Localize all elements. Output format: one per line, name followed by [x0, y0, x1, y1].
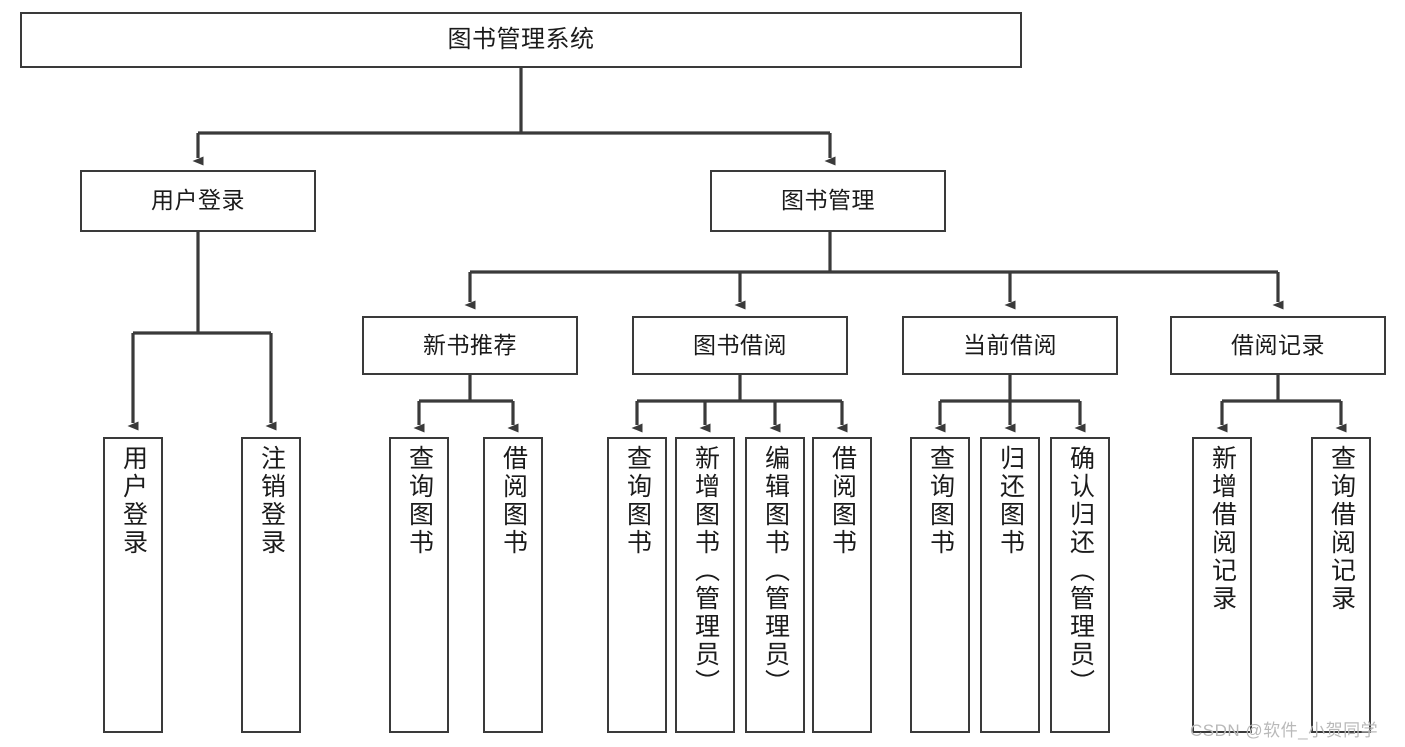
node-user-login[interactable]: 用户登录 [80, 170, 316, 232]
leaf-user-login-label: 用户登录 [119, 445, 148, 557]
leaf-borrow-book-2[interactable]: 借阅图书 [812, 437, 872, 733]
leaf-query-book-3[interactable]: 查询图书 [910, 437, 970, 733]
node-borrow-record[interactable]: 借阅记录 [1170, 316, 1386, 375]
leaf-borrow-book-2-label: 借阅图书 [828, 445, 857, 557]
node-book-manage[interactable]: 图书管理 [710, 170, 946, 232]
leaf-add-record-label: 新增借阅记录 [1208, 445, 1237, 613]
leaf-add-book[interactable]: 新增图书（管理员） [675, 437, 735, 733]
leaf-return-book-label: 归还图书 [996, 445, 1025, 557]
node-root[interactable]: 图书管理系统 [20, 12, 1022, 68]
node-new-book-recommend-label: 新书推荐 [423, 331, 517, 358]
leaf-query-record-label: 查询借阅记录 [1327, 445, 1356, 613]
leaf-query-book-2[interactable]: 查询图书 [607, 437, 667, 733]
leaf-add-book-label: 新增图书（管理员） [691, 445, 720, 697]
leaf-confirm-return[interactable]: 确认归还（管理员） [1050, 437, 1110, 733]
node-book-borrow[interactable]: 图书借阅 [632, 316, 848, 375]
leaf-query-record[interactable]: 查询借阅记录 [1311, 437, 1371, 733]
leaf-query-book-3-label: 查询图书 [926, 445, 955, 557]
leaf-logout-login-label: 注销登录 [257, 445, 286, 557]
leaf-query-book-1[interactable]: 查询图书 [389, 437, 449, 733]
leaf-confirm-return-label: 确认归还（管理员） [1066, 445, 1095, 697]
node-borrow-record-label: 借阅记录 [1231, 331, 1325, 358]
leaf-edit-book-label: 编辑图书（管理员） [761, 445, 790, 697]
leaf-logout-login[interactable]: 注销登录 [241, 437, 301, 733]
leaf-user-login[interactable]: 用户登录 [103, 437, 163, 733]
csdn-watermark: CSDN @软件_小贺同学 [1190, 721, 1379, 740]
node-current-borrow-label: 当前借阅 [963, 331, 1057, 358]
node-current-borrow[interactable]: 当前借阅 [902, 316, 1118, 375]
node-user-login-label: 用户登录 [151, 187, 245, 214]
node-new-book-recommend[interactable]: 新书推荐 [362, 316, 578, 375]
leaf-borrow-book-1[interactable]: 借阅图书 [483, 437, 543, 733]
leaf-borrow-book-1-label: 借阅图书 [499, 445, 528, 557]
leaf-add-record[interactable]: 新增借阅记录 [1192, 437, 1252, 733]
node-book-borrow-label: 图书借阅 [693, 331, 787, 358]
node-book-manage-label: 图书管理 [781, 187, 875, 214]
leaf-edit-book[interactable]: 编辑图书（管理员） [745, 437, 805, 733]
leaf-return-book[interactable]: 归还图书 [980, 437, 1040, 733]
node-root-label: 图书管理系统 [447, 25, 595, 53]
leaf-query-book-1-label: 查询图书 [405, 445, 434, 557]
leaf-query-book-2-label: 查询图书 [623, 445, 652, 557]
